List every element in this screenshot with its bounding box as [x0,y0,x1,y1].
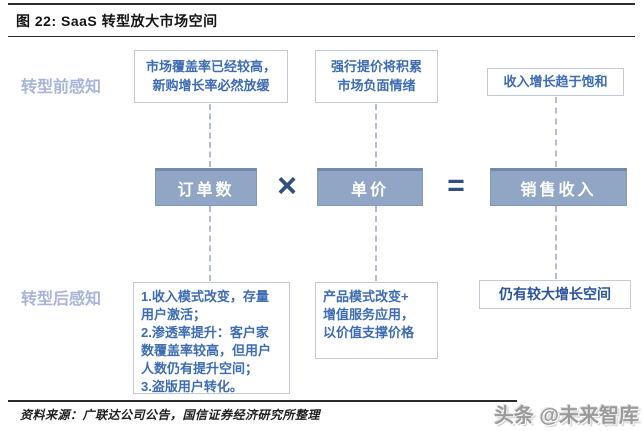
equals-symbol: = [447,169,465,202]
connector-revenue-top [555,97,557,167]
note-after-revenue: 仍有较大增长空间 [479,280,631,309]
row-label-before-transformation: 转型前感知 [21,79,102,96]
note-before-orders: 市场覆盖率已经较高， 新购增长率必然放缓 [134,50,288,103]
factor-box-price: 单价 [317,168,423,206]
note-before-revenue: 收入增长趋于饱和 [487,68,624,96]
note-after-price: 产品模式改变+ 增值服务应用， 以价值支撑价格 [315,282,438,359]
figure-title: 图 22: SaaS 转型放大市场空间 [16,13,218,29]
connector-price-bottom [375,206,377,281]
connector-orders-bottom [209,206,211,281]
watermark: 头条 @未来智库 [493,405,639,427]
top-divider [8,3,635,5]
factor-box-orders: 订单数 [155,168,257,206]
connector-orders-top [209,104,211,167]
note-before-price: 强行提价将积累 市场负面情绪 [315,50,438,103]
connector-revenue-bottom [555,206,557,279]
row-label-after-transformation: 转型后感知 [21,291,102,308]
multiply-symbol: × [277,166,297,205]
source-divider [8,400,517,402]
connector-price-top [375,104,377,167]
title-divider [8,36,635,37]
factor-box-revenue: 销售收入 [490,168,627,206]
note-after-orders: 1.收入模式改变，存量 用户激活； 2.渗透率提升：客户家 数覆盖率较高，但用户… [133,282,290,394]
source-note: 资料来源：广联达公司公告，国信证券经济研究所整理 [20,408,321,422]
